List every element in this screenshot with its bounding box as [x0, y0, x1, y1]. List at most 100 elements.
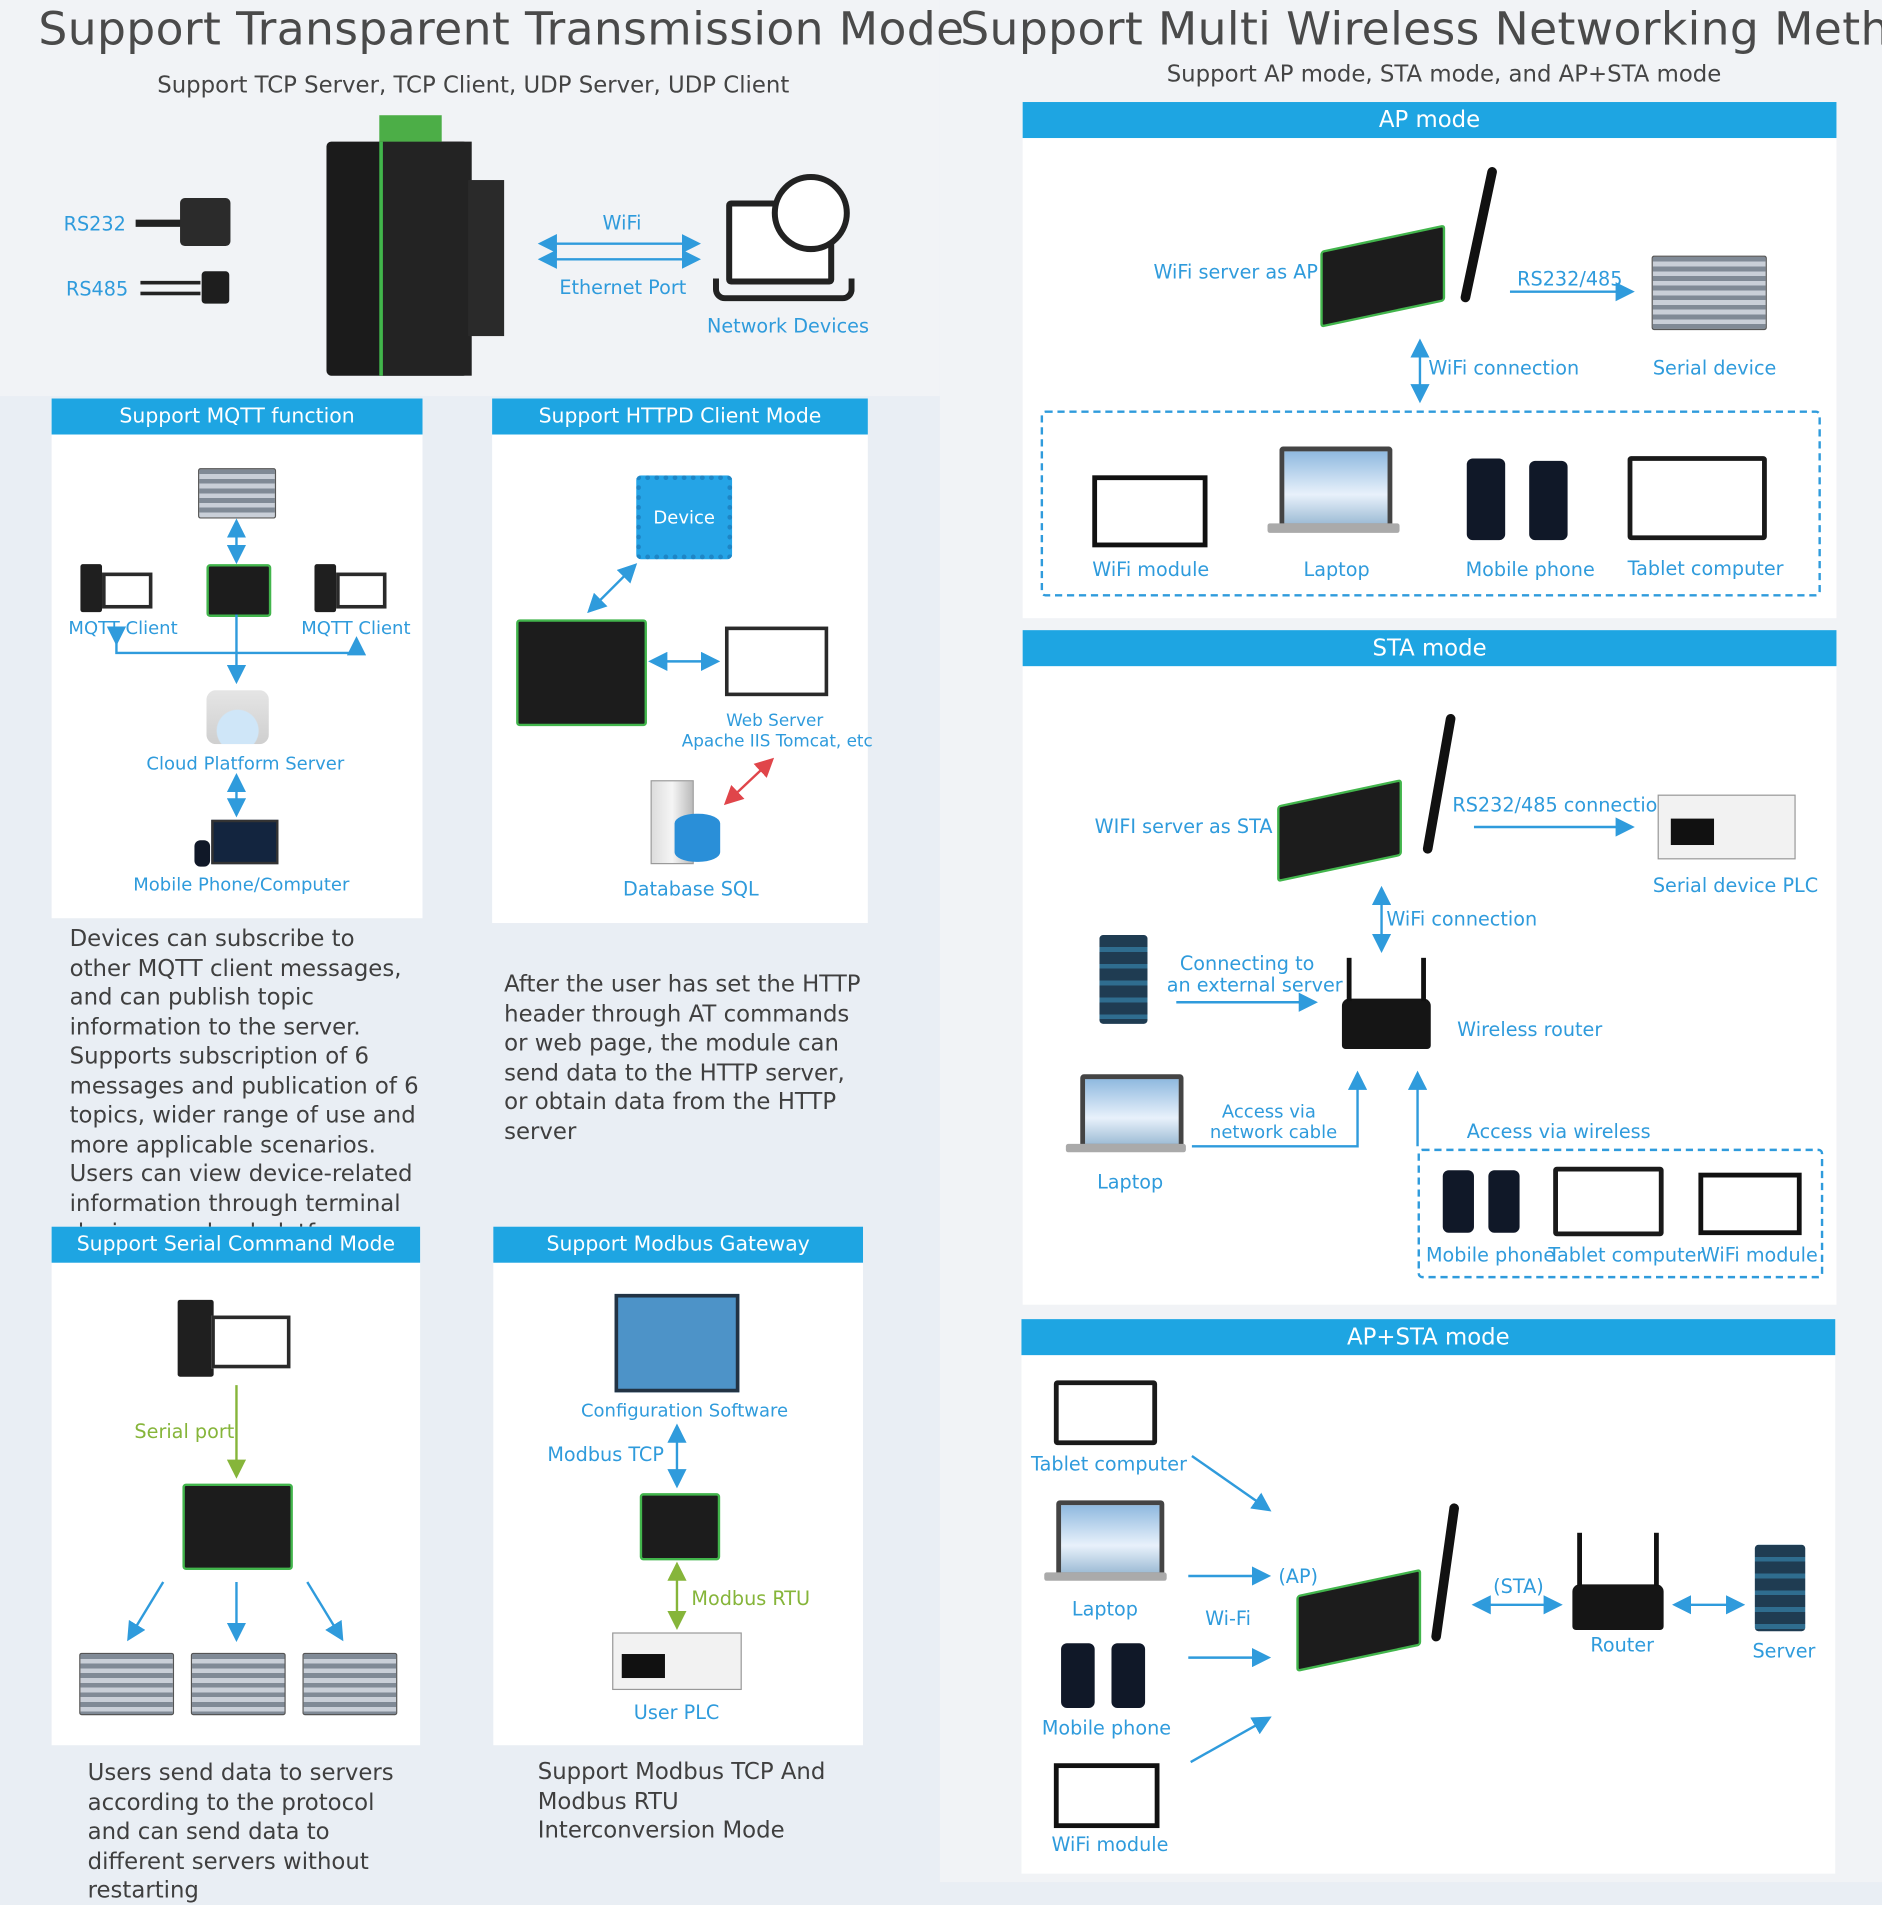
- sta-wifi-connection-label: WiFi connection: [1386, 907, 1538, 931]
- wifi-module-icon-sta: [1698, 1172, 1802, 1236]
- mqtt-client-right: MQTT Client: [301, 616, 411, 639]
- rs485-wire-2: [140, 291, 201, 296]
- server-icon: [198, 468, 277, 519]
- server-as-ap-label: WiFi server as AP: [1153, 260, 1318, 284]
- sta-device-0: Mobile phone: [1425, 1243, 1556, 1267]
- router-antenna-apsta: [1577, 1532, 1582, 1586]
- terminal-block-icon: [201, 271, 230, 304]
- mqtt-client-left: MQTT Client: [68, 616, 178, 639]
- server-as-sta-label: WIFI server as STA: [1094, 815, 1273, 838]
- modbus-header: Support Modbus Gateway: [493, 1226, 864, 1263]
- sta-rs-connection-label: RS232/485 connection: [1452, 793, 1670, 817]
- rs232-label: RS232: [63, 212, 126, 236]
- pc-monitor-icon-3: [211, 1315, 291, 1369]
- apsta-router-label: Router: [1590, 1633, 1655, 1657]
- apsta-module-label: WiFi module: [1051, 1832, 1169, 1856]
- pc-tower-icon-3: [177, 1299, 214, 1377]
- network-devices-label: Network Devices: [706, 314, 869, 338]
- sta-device-2: WiFi module: [1700, 1243, 1818, 1267]
- pc-tower-icon-2: [314, 564, 337, 613]
- server-icon-1: [79, 1652, 175, 1716]
- mobile-phone-icon-sta-2: [1488, 1170, 1520, 1233]
- httpd-header: Support HTTPD Client Mode: [492, 398, 868, 435]
- configuration-software-icon: [614, 1293, 740, 1393]
- pc-monitor-icon: [102, 572, 153, 609]
- web-server-sub-label: Apache IIS Tomcat, etc: [681, 732, 873, 752]
- mobile-phone-icon-apsta-2: [1111, 1643, 1146, 1709]
- server-icon-apsta: [1754, 1544, 1806, 1632]
- gateway-device-front: [379, 141, 472, 376]
- serial-description: Users send data to servers according to …: [87, 1759, 394, 1904]
- rs485-wire: [140, 280, 201, 285]
- laptop-base-icon: [712, 278, 855, 302]
- user-plc-label: User PLC: [633, 1700, 720, 1724]
- laptop-icon: [1279, 446, 1393, 529]
- tablet-icon-sta: [1553, 1166, 1664, 1237]
- modbus-rtu-label: Modbus RTU: [691, 1586, 811, 1610]
- laptop-base-sta: [1065, 1143, 1186, 1153]
- wifi-label: WiFi: [602, 211, 642, 235]
- access-cable-label-1: Access via: [1221, 1100, 1316, 1123]
- db9-connector-icon: [180, 198, 231, 247]
- serial-plc-label: Serial device PLC: [1652, 873, 1819, 897]
- sta-mode-header: STA mode: [1022, 630, 1837, 667]
- ap-device-3: Tablet computer: [1627, 556, 1784, 580]
- laptop-icon-sta: [1080, 1074, 1184, 1149]
- apsta-mode-header: AP+STA mode: [1021, 1319, 1836, 1356]
- serial-port-label: Serial port: [134, 1419, 235, 1443]
- serial-header: Support Serial Command Mode: [51, 1226, 421, 1263]
- apsta-mobile-label: Mobile phone: [1041, 1716, 1172, 1740]
- green-terminal-icon: [379, 115, 442, 142]
- external-server-icon: [1099, 935, 1148, 1024]
- apsta-laptop-label: Laptop: [1071, 1597, 1138, 1621]
- pc-monitor-icon-2: [336, 572, 387, 609]
- apsta-tablet-label: Tablet computer: [1031, 1452, 1187, 1476]
- ap-wifi-connection-label: WiFi connection: [1428, 356, 1580, 380]
- tablet-icon: [1627, 456, 1767, 541]
- ap-device-0: WiFi module: [1092, 558, 1210, 581]
- modbus-description: Support Modbus TCP And Modbus RTU Interc…: [537, 1758, 826, 1844]
- access-cable-label-2: network cable: [1209, 1121, 1338, 1143]
- mobile-computer-label: Mobile Phone/Computer: [133, 873, 350, 896]
- gateway-device-modbus: [639, 1493, 721, 1561]
- wireless-router-icon: [1341, 998, 1431, 1050]
- laptop-base-apsta: [1044, 1572, 1167, 1581]
- server-icon-3: [302, 1652, 398, 1716]
- ap-mode-header: AP mode: [1022, 102, 1837, 139]
- database-label: Database SQL: [622, 877, 759, 901]
- computer-monitor-icon: [211, 819, 279, 865]
- router-icon-apsta: [1572, 1584, 1664, 1631]
- din-rail-clip: [468, 180, 505, 337]
- rs232-cable: [135, 219, 184, 227]
- sta-client-devices-group: [1417, 1148, 1824, 1279]
- ap-client-devices-group: [1040, 410, 1821, 597]
- device-chip-icon: Device: [636, 475, 733, 560]
- router-antenna-2: [1421, 957, 1426, 1002]
- mobile-phone-icon-sta: [1442, 1170, 1474, 1233]
- access-wireless-label: Access via wireless: [1466, 1119, 1651, 1143]
- mobile-phone-icon: [1466, 458, 1506, 541]
- cloud-server-icon: [206, 690, 269, 745]
- transparent-title: Support Transparent Transmission Mode: [38, 2, 965, 56]
- serial-device-icon: [1651, 255, 1767, 331]
- database-icon: [674, 813, 721, 862]
- plc-panel: [621, 1654, 665, 1679]
- gateway-device-serial: [182, 1483, 293, 1570]
- sta-laptop-label: Laptop: [1097, 1170, 1164, 1194]
- device-chip-label: Device: [653, 506, 715, 529]
- plc-panel-sta: [1670, 818, 1715, 846]
- httpd-description: After the user has set the HTTP header t…: [504, 971, 861, 1145]
- mqtt-description: Devices can subscribe to other MQTT clie…: [69, 925, 419, 1245]
- web-server-monitor-icon: [724, 626, 829, 697]
- mobile-phone-icon-apsta: [1061, 1643, 1095, 1709]
- connecting-label-2: an external server: [1166, 973, 1343, 997]
- web-server-label: Web Server: [726, 711, 824, 731]
- wireless-router-label: Wireless router: [1457, 1017, 1603, 1041]
- laptop-icon-apsta: [1056, 1500, 1165, 1578]
- server-icon-2: [190, 1652, 286, 1716]
- apsta-server-label: Server: [1752, 1639, 1816, 1663]
- wifi-module-icon: [1092, 475, 1208, 548]
- rs485-label: RS485: [66, 277, 129, 301]
- gateway-icon: [206, 564, 272, 617]
